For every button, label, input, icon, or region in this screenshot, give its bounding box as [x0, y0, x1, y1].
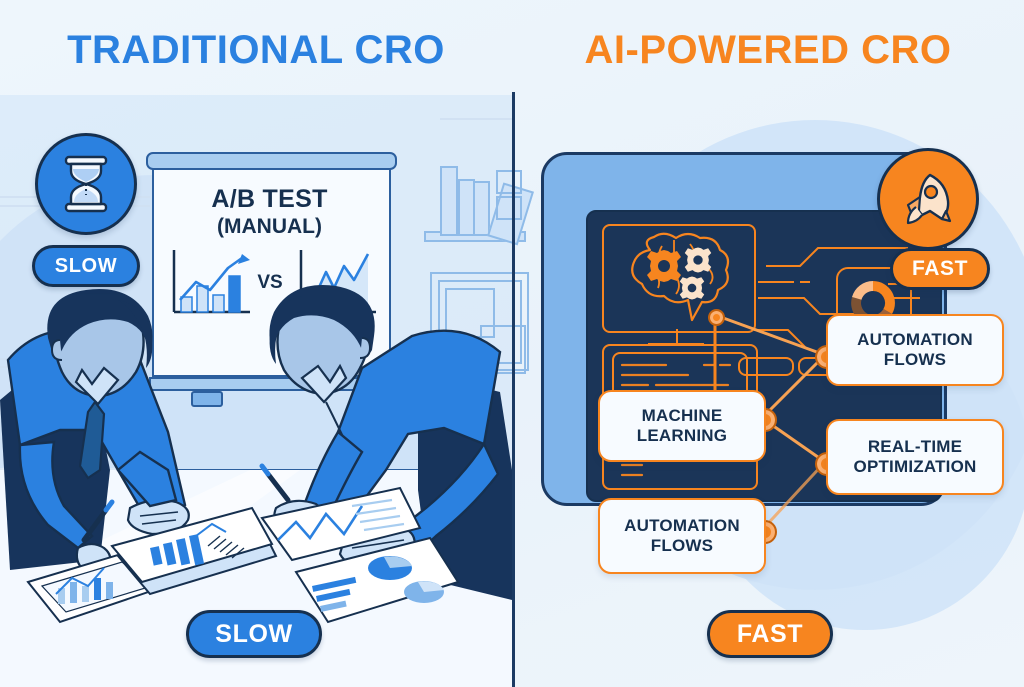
card-line-2: LEARNING [636, 426, 728, 445]
card-automation-flows-2[interactable]: AUTOMATION FLOWS [598, 498, 766, 574]
card-real-time-optimization[interactable]: REAL-TIME OPTIMIZATION [826, 419, 1004, 495]
whiteboard-title: A/B TEST [211, 185, 328, 213]
vs-label: VS [257, 272, 283, 293]
book [473, 181, 490, 236]
slow-bottom-badge[interactable]: SLOW [186, 610, 322, 658]
card-line-1: AUTOMATION [624, 515, 740, 535]
connector-line [648, 343, 704, 345]
card-line-1: AUTOMATION [857, 329, 973, 349]
card-automation-flows-1[interactable]: AUTOMATION FLOWS [826, 314, 1004, 386]
fast-badge-pill[interactable]: FAST [890, 248, 990, 290]
slow-badge-circle[interactable] [35, 133, 137, 235]
card-line-1: MACHINE [641, 405, 723, 425]
wall-line [440, 118, 512, 120]
fast-bottom-badge[interactable]: FAST [707, 610, 833, 658]
slow-badge-pill[interactable]: SLOW [32, 245, 140, 287]
wall-frame-small [496, 170, 522, 194]
connector-line [676, 329, 678, 345]
card-line-2: OPTIMIZATION [853, 457, 977, 476]
card-line-2: FLOWS [883, 350, 947, 369]
network-node-origin[interactable] [708, 309, 725, 326]
wall-frame-small [496, 196, 522, 220]
whiteboard-rail [146, 152, 397, 170]
book [440, 166, 458, 236]
whiteboard-subtitle: (MANUAL) [217, 215, 322, 238]
rocket-icon [906, 173, 952, 225]
brain-panel [602, 224, 756, 333]
fast-badge-circle[interactable] [877, 148, 979, 250]
whiteboard-bar-chart [172, 250, 250, 314]
people-illustration [0, 285, 512, 624]
card-line-1: REAL-TIME [867, 436, 963, 456]
card-line-2: FLOWS [650, 536, 714, 555]
page-title-right: AI-POWERED CRO [584, 28, 952, 72]
brain-with-gears-icon [631, 232, 730, 322]
card-machine-learning[interactable]: MACHINE LEARNING [598, 390, 766, 462]
panel-divider [512, 92, 515, 687]
hourglass-icon [64, 155, 108, 213]
page-title-left: TRADITIONAL CRO [67, 28, 445, 72]
